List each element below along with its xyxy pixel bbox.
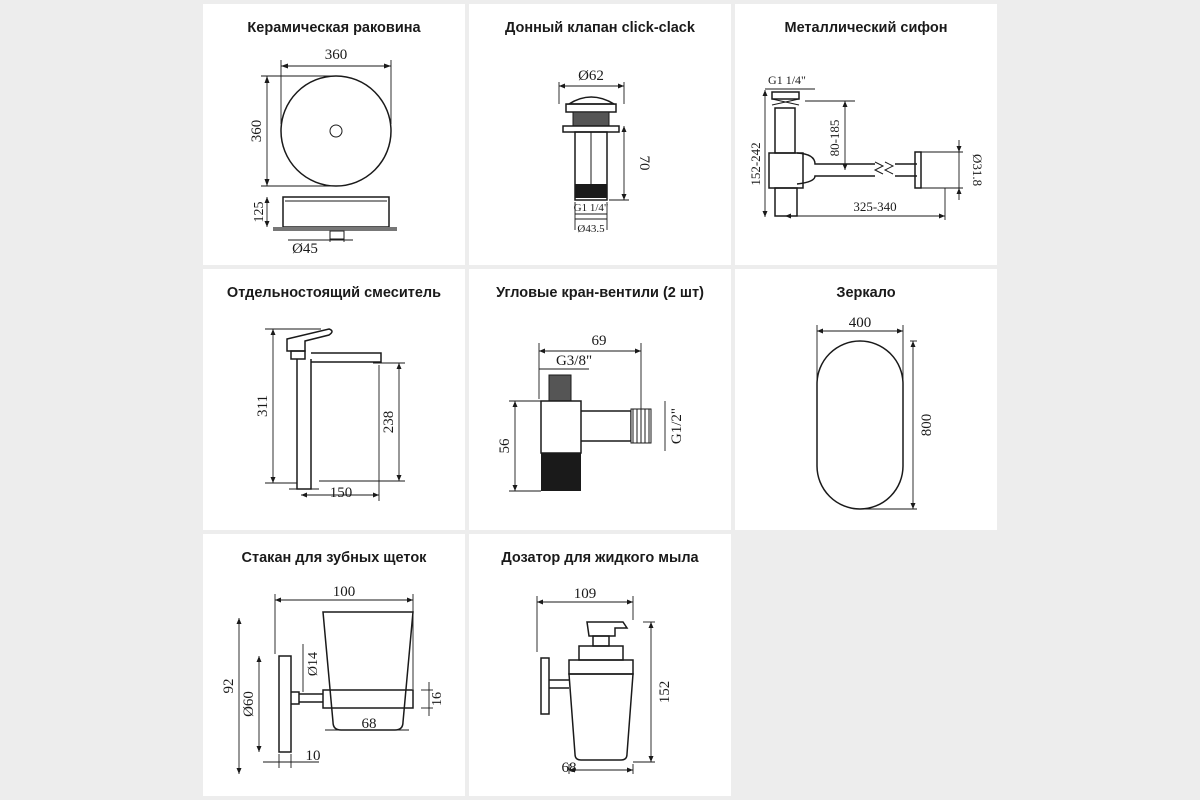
siphon-adjust-label: 80-185	[827, 120, 842, 157]
glass-wall-plate	[278, 655, 292, 753]
siphon-bottle	[768, 152, 804, 189]
glass-base-label: Ø60	[241, 691, 257, 717]
dispenser-wall-plate	[540, 657, 550, 715]
valve-in-thread-label: G3/8"	[556, 353, 592, 369]
siphon-tail	[774, 107, 796, 154]
panel-title: Керамическая раковина	[247, 20, 421, 36]
glass-wall-label: 10	[306, 748, 321, 764]
faucet-spout	[311, 352, 382, 363]
faucet-drawing: 311 238 150	[255, 328, 405, 501]
siphon-height-label: 152-242	[748, 142, 763, 185]
glass-ring-holder	[322, 689, 414, 709]
panel-title: Металлический сифон	[784, 20, 948, 36]
drain-drawing: Ø62 70 G1 1/4" Ø43.5	[558, 68, 652, 235]
valve-drawing: 69 G3/8" 56 G1/2"	[497, 333, 685, 492]
valve-body	[540, 400, 582, 454]
panel-title: Донный клапан click-clack	[505, 20, 695, 36]
valve-out-thread-label: G1/2"	[669, 408, 685, 444]
sink-drawing: 360 360 125 Ø45	[249, 47, 397, 257]
panel-title: Дозатор для жидкого мыла	[501, 550, 699, 566]
panel-title: Отдельностоящий смеситель	[226, 285, 442, 301]
dispenser-width-label: 109	[574, 586, 597, 602]
panel-drain-valve: Донный клапан click-clack Ø62 70 G1 1/4"…	[469, 4, 731, 265]
drain-bottom-label: Ø43.5	[577, 223, 605, 235]
dispenser-bottle	[568, 673, 634, 761]
sink-width-label: 360	[325, 47, 348, 63]
sink-drain-label: Ø45	[292, 241, 318, 257]
glass-ring-label: 16	[430, 692, 445, 706]
siphon-wall-flange	[914, 151, 922, 189]
valve-height-label: 56	[497, 438, 513, 454]
faucet-spout-height-label: 238	[381, 411, 397, 434]
panel-title: Зеркало	[836, 285, 896, 301]
siphon-length-label: 325-340	[853, 199, 896, 214]
sink-top-outline	[280, 75, 392, 187]
faucet-handle	[286, 328, 333, 352]
valve-knob	[541, 453, 581, 491]
siphon-thread-label: G1 1/4"	[768, 73, 806, 87]
panel-angle-valve: Угловые кран-вентили (2 шт) 69 G3/8" 56 …	[469, 269, 731, 530]
sink-rim-label: 125	[252, 202, 267, 223]
glass-rod-label: Ø14	[306, 652, 321, 676]
glass-inner-label: 68	[362, 716, 377, 732]
panel-faucet: Отдельностоящий смеситель 311 238 150	[203, 269, 465, 530]
valve-length-label: 69	[592, 333, 607, 349]
panel-siphon: Металлический сифон G1 1/4" 152-242 80-1…	[735, 4, 997, 265]
siphon-pipe-label: Ø31.8	[970, 154, 985, 186]
dispenser-drawing: 109 152 68	[536, 586, 673, 776]
drain-thread	[575, 184, 607, 198]
panel-mirror: Зеркало 400 800	[735, 269, 997, 530]
dispenser-bottom-label: 68	[562, 760, 577, 776]
glass-cup	[322, 611, 414, 731]
siphon-drawing: G1 1/4" 152-242 80-185 325-340 Ø31.8	[748, 73, 985, 220]
faucet-total-height-label: 311	[255, 395, 271, 417]
glass-width-label: 100	[333, 584, 356, 600]
drain-height-label: 70	[636, 156, 652, 171]
sink-countertop	[273, 227, 397, 231]
mirror-drawing: 400 800	[816, 315, 935, 510]
drain-thread-label: G1 1/4"	[574, 202, 609, 214]
mirror-width-label: 400	[849, 315, 872, 331]
mirror-outline	[816, 340, 904, 510]
panel-toothbrush-glass: Стакан для зубных щеток 100 92 Ø60 Ø14 1…	[203, 534, 465, 796]
drain-top-label: Ø62	[578, 68, 604, 84]
mirror-height-label: 800	[919, 414, 935, 437]
dispenser-pump	[586, 621, 629, 637]
panel-title: Угловые кран-вентили (2 шт)	[496, 285, 704, 301]
valve-inlet-thread	[548, 374, 572, 402]
sink-drain-hole	[329, 124, 343, 138]
faucet-reach-label: 150	[330, 485, 353, 501]
glass-height-label: 92	[221, 679, 237, 694]
faucet-body	[296, 359, 312, 490]
panel-ceramic-sink: Керамическая раковина 360 360 125 Ø45	[203, 4, 465, 265]
panel-soap-dispenser: Дозатор для жидкого мыла 109 152 68	[469, 534, 731, 796]
sink-height-label: 360	[249, 120, 265, 143]
panel-title: Стакан для зубных щеток	[241, 550, 427, 566]
drain-cap	[566, 96, 617, 105]
glass-drawing: 100 92 Ø60 Ø14 16 68 10	[221, 584, 445, 774]
dispenser-height-label: 152	[657, 681, 673, 704]
